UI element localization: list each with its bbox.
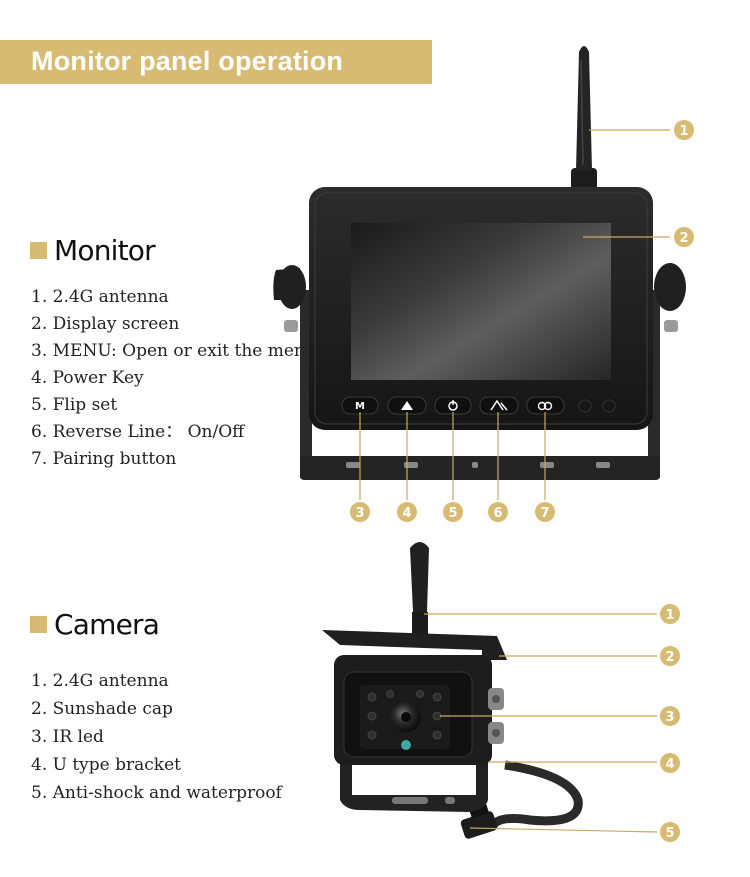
camera-antenna [410, 542, 429, 636]
menu-button-label: M [355, 401, 365, 412]
monitor-heading: Monitor [54, 234, 156, 267]
callout-marker [660, 646, 680, 666]
monitor-button-row: M [341, 396, 616, 415]
list-item: 2. Sunshade cap [31, 699, 173, 719]
list-item: 2. Display screen [31, 314, 180, 334]
list-item: 1. 2.4G antenna [31, 671, 169, 691]
callout-marker [350, 502, 370, 522]
list-item: 7. Pairing button [31, 449, 177, 469]
monitor-section-heading: Monitor [30, 234, 156, 267]
callout-marker [397, 502, 417, 522]
square-bullet-icon [30, 616, 47, 633]
list-item: 5. Flip set [31, 395, 118, 415]
camera-sunshade-cap [322, 630, 507, 660]
callout-number: 3 [355, 506, 364, 521]
callout-number: 2 [679, 231, 688, 246]
monitor-spec-list: 1. 2.4G antenna 2. Display screen 3. MEN… [31, 284, 316, 473]
camera-callouts: 1 2 3 4 5 [424, 604, 680, 842]
list-item: 4. Power Key [31, 368, 144, 388]
callout-number: 5 [448, 506, 457, 521]
callout-marker [674, 120, 694, 140]
list-item: 6. Reverse Line： On/Off [31, 422, 245, 442]
square-bullet-icon [30, 242, 47, 259]
callout-number: 5 [665, 826, 674, 841]
list-item: 5. Anti-shock and waterproof [31, 783, 282, 803]
page-title: Monitor panel operation [31, 46, 344, 76]
list-item: 3. IR led [31, 727, 104, 747]
callout-marker [674, 227, 694, 247]
callout-number: 3 [665, 710, 674, 725]
monitor-device: M [273, 46, 686, 480]
callout-marker [660, 753, 680, 773]
callout-number: 1 [665, 608, 674, 623]
camera-cable [488, 760, 583, 830]
triangle-icon [401, 401, 413, 410]
header-banner: Monitor panel operation [0, 40, 432, 84]
callout-marker [488, 502, 508, 522]
monitor-display-screen [351, 223, 611, 380]
callout-marker [443, 502, 463, 522]
callout-number: 6 [493, 506, 502, 521]
camera-spec-list: 1. 2.4G antenna 2. Sunshade cap 3. IR le… [31, 667, 282, 807]
camera-ir-leds [367, 690, 442, 740]
monitor-callouts: 1 2 3 4 5 6 7 [350, 120, 694, 522]
camera-heading: Camera [54, 608, 160, 641]
list-item: 4. U type bracket [31, 755, 181, 775]
monitor-antenna [571, 46, 597, 190]
callout-number: 2 [665, 650, 674, 665]
pairing-icon [537, 401, 547, 411]
callout-marker [660, 706, 680, 726]
callout-marker [660, 822, 680, 842]
camera-device [322, 542, 583, 839]
list-item: 1. 2.4G antenna [31, 287, 169, 307]
callout-marker [535, 502, 555, 522]
reverse-line-icon [490, 399, 508, 411]
camera-section-heading: Camera [30, 608, 160, 641]
callout-number: 7 [540, 506, 549, 521]
monitor-bracket [273, 263, 686, 480]
list-item: 3. MENU: Open or exit the menu [31, 341, 316, 361]
callout-marker [660, 604, 680, 624]
callout-number: 4 [402, 506, 411, 521]
callout-number: 1 [679, 124, 688, 139]
callout-number: 4 [665, 757, 674, 772]
